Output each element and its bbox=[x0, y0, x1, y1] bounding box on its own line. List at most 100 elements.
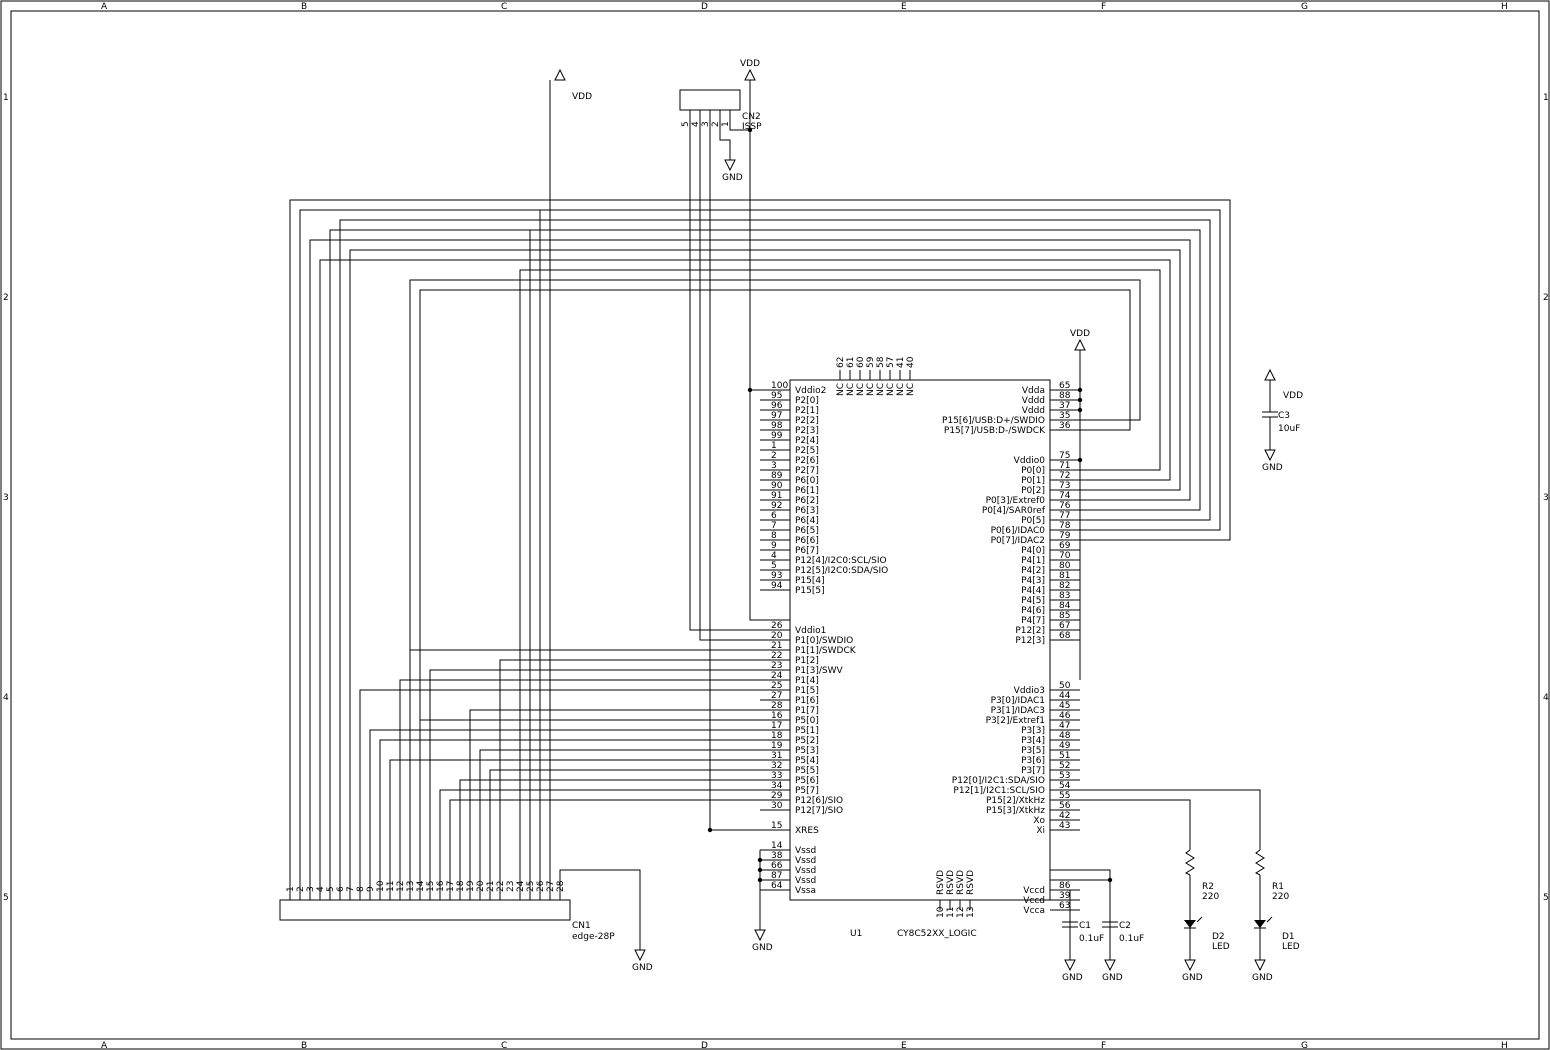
gnd-arrow-icon bbox=[1064, 959, 1076, 972]
pin-name: P12[6]/SIO bbox=[795, 796, 843, 806]
pin-number: 78 bbox=[1059, 521, 1071, 531]
pin-name: P6[7] bbox=[795, 546, 819, 556]
pin-number: 75 bbox=[1059, 451, 1070, 461]
pin-number: 36 bbox=[1059, 421, 1071, 431]
wire bbox=[379, 739, 790, 900]
pin-name: P0[3]/Extref0 bbox=[986, 496, 1046, 506]
pin-number: 9 bbox=[771, 541, 777, 551]
cn1-pin-number: 8 bbox=[356, 886, 366, 892]
frame-col-label-top: D bbox=[701, 2, 708, 12]
junction-dot bbox=[1107, 877, 1113, 883]
pin-number: 97 bbox=[771, 411, 782, 421]
led-ray bbox=[1196, 916, 1203, 923]
pin-number: 86 bbox=[1059, 881, 1071, 891]
cn1-pin-number: 10 bbox=[376, 880, 386, 892]
pin-name: P6[0] bbox=[795, 476, 819, 486]
vdd-label: VDD bbox=[1070, 329, 1090, 339]
vdd-arrow-icon bbox=[1074, 338, 1086, 351]
pin-number: 21 bbox=[771, 641, 782, 651]
pin-number: 15 bbox=[771, 821, 782, 831]
wire bbox=[389, 759, 790, 900]
cn1-pin-number: 2 bbox=[296, 886, 306, 892]
pin-number: 69 bbox=[1059, 541, 1071, 551]
pin-number: 93 bbox=[771, 571, 782, 581]
gnd-arrow-icon bbox=[724, 159, 736, 172]
cn1-pin-number: 26 bbox=[536, 880, 546, 892]
cn1-value: edge-28P bbox=[572, 932, 615, 942]
junction-dot bbox=[757, 857, 763, 863]
wire bbox=[489, 769, 790, 900]
cn1-pin-number: 5 bbox=[326, 886, 336, 892]
pin-number: 79 bbox=[1059, 531, 1071, 541]
frame-row-label-right: 2 bbox=[1543, 293, 1549, 303]
pin-number: 84 bbox=[1059, 601, 1071, 611]
pin-name: P5[1] bbox=[795, 726, 819, 736]
gnd-label: GND bbox=[632, 963, 653, 973]
pin-name: NC bbox=[886, 383, 896, 396]
pin-number: 23 bbox=[771, 661, 782, 671]
wire bbox=[439, 789, 790, 900]
pin-name: P1[7] bbox=[795, 706, 819, 716]
pin-name: P4[1] bbox=[1021, 556, 1045, 566]
gnd-label: GND bbox=[722, 173, 743, 183]
pin-name: P2[2] bbox=[795, 416, 819, 426]
vdd-label: VDD bbox=[572, 92, 592, 102]
pin-name: P4[5] bbox=[1021, 596, 1045, 606]
pin-number: 66 bbox=[771, 861, 783, 871]
frame-col-label-top: F bbox=[1101, 2, 1106, 12]
pin-number: 100 bbox=[771, 381, 788, 391]
pin-number: 40 bbox=[906, 356, 916, 368]
pin-number: 18 bbox=[771, 731, 783, 741]
pin-name: P5[2] bbox=[795, 736, 819, 746]
u1-value: CY8C52XX_LOGIC bbox=[897, 929, 977, 939]
gnd-arrow-icon bbox=[1264, 449, 1276, 462]
wire bbox=[289, 199, 1231, 900]
frame-col-label-bottom: H bbox=[1501, 1041, 1508, 1050]
wire bbox=[399, 679, 790, 900]
pin-name: P5[4] bbox=[795, 756, 819, 766]
pin-name: Vddio1 bbox=[795, 626, 826, 636]
gnd-label: GND bbox=[752, 943, 773, 953]
cn1-ref: CN1 bbox=[572, 921, 591, 931]
cn1-edge-connector: CN1 edge-28P bbox=[279, 899, 615, 942]
pin-number: 31 bbox=[771, 751, 782, 761]
pin-name: P12[0]/I2C1:SDA/SIO bbox=[952, 776, 1045, 786]
pin-number: 52 bbox=[1059, 761, 1070, 771]
pin-name: P5[5] bbox=[795, 766, 819, 776]
wire bbox=[1050, 889, 1071, 930]
pin-name: NC bbox=[866, 383, 876, 396]
pin-name: P1[1]/SWDCK bbox=[795, 646, 857, 656]
wire bbox=[519, 269, 1161, 900]
pin-number: 63 bbox=[1059, 901, 1070, 911]
vdd-arrow-icon bbox=[744, 68, 756, 81]
gnd-label: GND bbox=[1252, 973, 1273, 983]
pin-number: 5 bbox=[771, 561, 777, 571]
pin-number: 3 bbox=[771, 461, 777, 471]
c1-value: 0.1uF bbox=[1079, 934, 1104, 944]
frame-row-label-right: 3 bbox=[1543, 493, 1549, 503]
cn2-pin-number: 3 bbox=[701, 121, 711, 127]
frame-col-label-bottom: E bbox=[901, 1041, 907, 1050]
pin-name: Vssd bbox=[795, 866, 816, 876]
pin-name: P5[3] bbox=[795, 746, 819, 756]
vdd-arrow-icon bbox=[554, 68, 566, 81]
u1-ref: U1 bbox=[850, 929, 862, 939]
wire bbox=[719, 120, 731, 160]
pin-number: 49 bbox=[1059, 741, 1071, 751]
pin-number: 28 bbox=[771, 701, 783, 711]
frame-col-label-top: B bbox=[301, 2, 307, 12]
pin-number: 99 bbox=[771, 431, 783, 441]
pin-name: P5[6] bbox=[795, 776, 819, 786]
pin-number: 56 bbox=[1059, 801, 1071, 811]
pin-number: 60 bbox=[856, 356, 866, 368]
pin-name: P0[6]/IDAC0 bbox=[991, 526, 1046, 536]
pin-number: 57 bbox=[886, 357, 896, 368]
pin-number: 47 bbox=[1059, 721, 1070, 731]
pin-name: P15[2]/XtkHz bbox=[986, 796, 1045, 806]
pin-number: 25 bbox=[771, 681, 782, 691]
cn2-issp-connector: CN2 ISSP bbox=[679, 89, 762, 132]
wire bbox=[409, 649, 790, 900]
pin-number: 94 bbox=[771, 581, 783, 591]
pin-name: P2[4] bbox=[795, 436, 819, 446]
